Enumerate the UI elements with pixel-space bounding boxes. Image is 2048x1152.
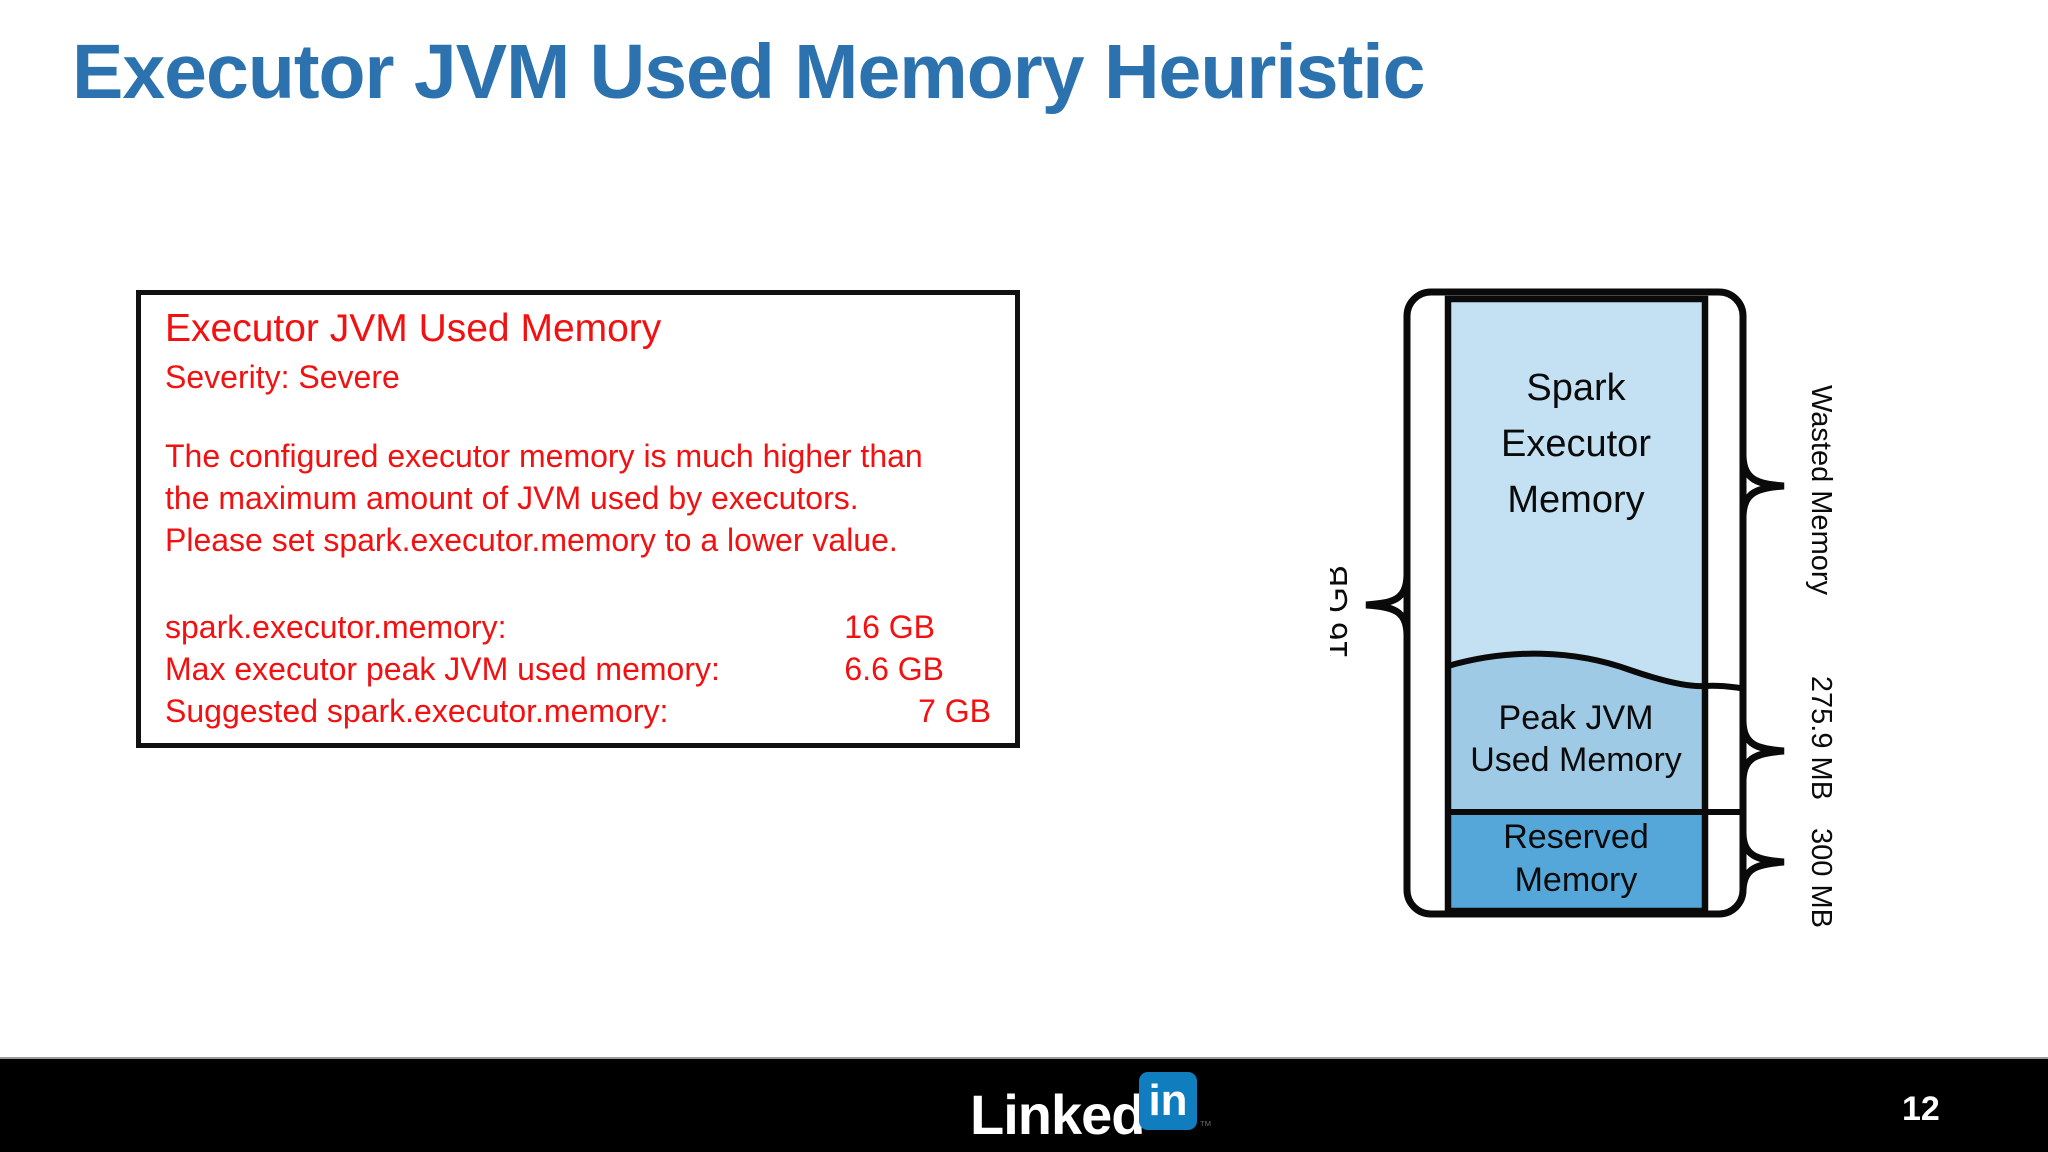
heuristic-metrics: spark.executor.memory: 16 GB Max executo… — [165, 606, 1015, 732]
metric-row: Suggested spark.executor.memory: 7 GB — [165, 690, 1015, 732]
metric-value: 6.6 GB — [844, 651, 944, 687]
memory-stack-diagram: Spark Executor Memory Peak JVM Used Memo… — [1330, 288, 1837, 928]
page-number: 12 — [1902, 1090, 1940, 1128]
heuristic-heading: Executor JVM Used Memory — [165, 307, 662, 350]
total-memory-annotation: 16 GB — [1330, 565, 1354, 659]
footer-bar — [0, 1057, 2048, 1152]
linkedin-logo-text: Linked — [970, 1083, 1145, 1146]
spark-executor-label-line3: Memory — [1507, 479, 1644, 521]
slide-title: Executor JVM Used Memory Heuristic — [72, 29, 1425, 115]
spark-executor-memory-section — [1448, 299, 1705, 687]
wasted-memory-brace-tip — [1739, 452, 1785, 520]
peak-jvm-label-line1: Peak JVM — [1499, 699, 1654, 737]
spark-executor-label-line1: Spark — [1526, 367, 1626, 409]
total-brace-tip — [1365, 572, 1411, 638]
metric-label: spark.executor.memory: — [165, 609, 507, 645]
reserved-memory-section — [1448, 812, 1705, 911]
linkedin-badge-label: in — [1148, 1076, 1188, 1125]
peak-jvm-annotation: 275.9 MB — [1805, 676, 1837, 800]
wavy-divider — [1445, 650, 1744, 691]
reserved-label-line2: Memory — [1515, 861, 1638, 899]
metric-row: Max executor peak JVM used memory: 6.6 G… — [165, 648, 1015, 690]
metric-label: Suggested spark.executor.memory: — [165, 693, 669, 729]
linkedin-logo-badge: in — [1139, 1072, 1197, 1130]
reserved-label-line1: Reserved — [1503, 818, 1649, 856]
heuristic-description: The configured executor memory is much h… — [165, 438, 923, 558]
heuristic-alert-box: Executor JVM Used Memory Severity: Sever… — [136, 290, 1020, 748]
metric-value: 16 GB — [844, 609, 935, 645]
metric-label: Max executor peak JVM used memory: — [165, 651, 720, 687]
memory-column-outline — [1444, 295, 1709, 915]
spark-executor-label-line2: Executor — [1501, 423, 1651, 465]
peak-jvm-used-memory-section — [1448, 653, 1705, 812]
heuristic-severity: Severity: Severe — [165, 359, 400, 395]
metric-value: 7 GB — [918, 693, 991, 729]
trademark-symbol: ™ — [1199, 1118, 1212, 1133]
peak-jvm-label-line2: Used Memory — [1470, 741, 1682, 779]
wasted-memory-annotation: Wasted Memory — [1805, 385, 1837, 596]
peak-jvm-brace-tip — [1739, 718, 1785, 784]
metric-row: spark.executor.memory: 16 GB — [165, 606, 1015, 648]
reserved-annotation: 300 MB — [1805, 828, 1837, 928]
reserved-brace-tip — [1739, 830, 1785, 894]
